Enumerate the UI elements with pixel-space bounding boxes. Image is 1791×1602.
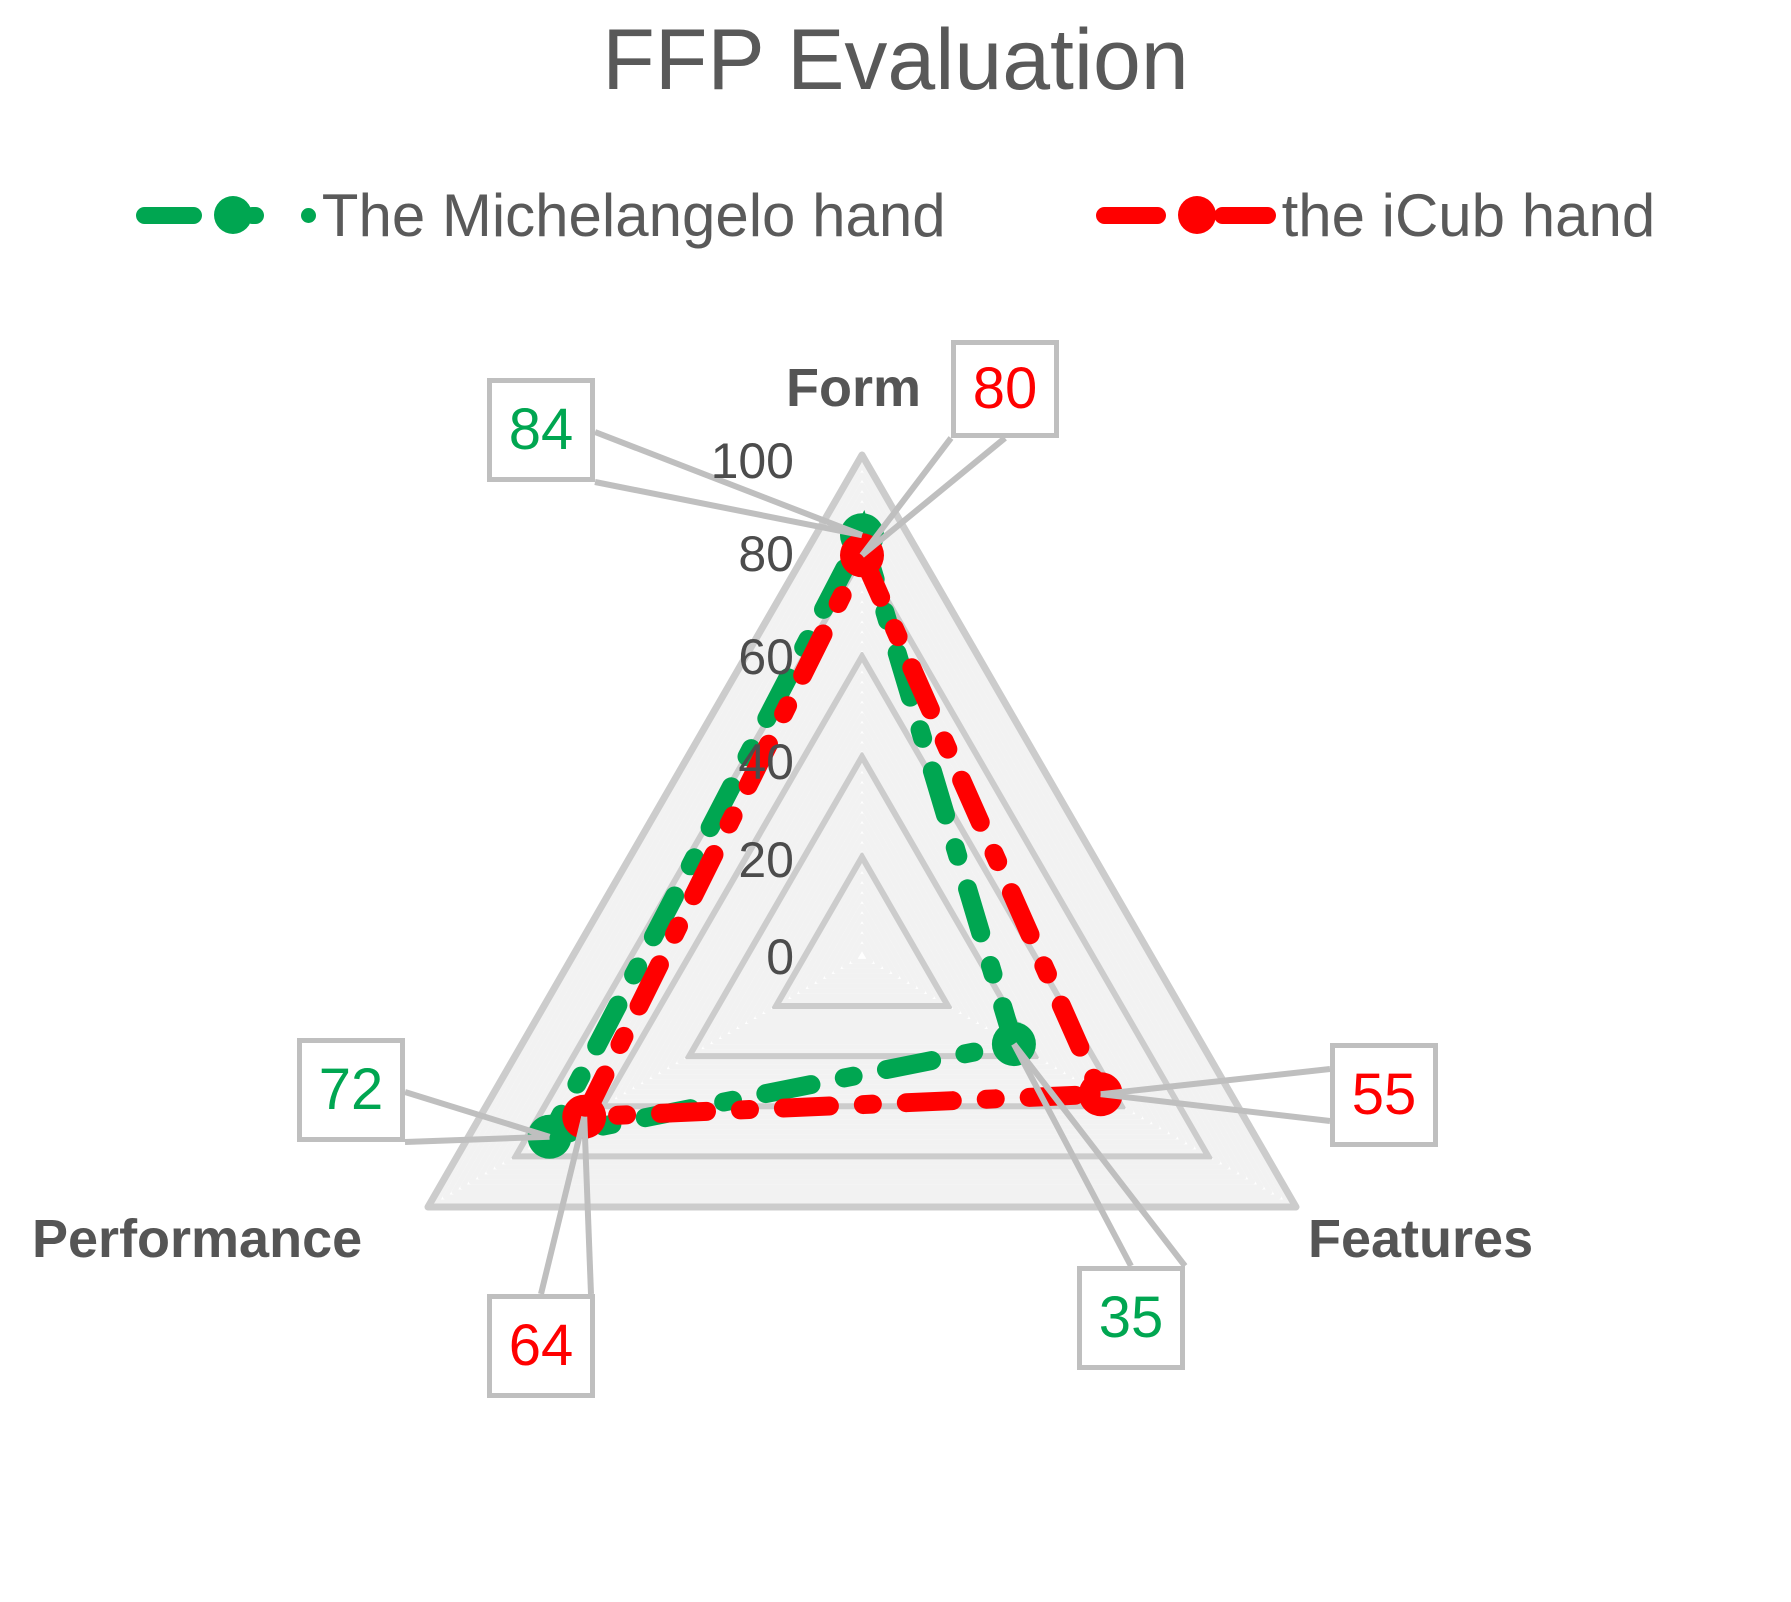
legend-marker-green-dashed-icon — [135, 192, 316, 238]
callout-features-michelangelo[interactable]: 35 — [1077, 1266, 1185, 1370]
callout-performance-michelangelo[interactable]: 72 — [297, 1038, 405, 1142]
page-title: FFP Evaluation — [602, 12, 1189, 108]
callout-performance-icub[interactable]: 64 — [487, 1294, 595, 1398]
axis-label-performance: Performance — [32, 1209, 363, 1269]
tick-label-60: 60 — [738, 629, 794, 685]
tick-label-20: 20 — [738, 832, 794, 888]
legend-item-icub[interactable]: the iCub hand — [1095, 181, 1656, 250]
tick-label-40: 40 — [738, 734, 794, 790]
grid-rings — [424, 451, 1300, 1211]
legend-marker-red-dashed-icon — [1095, 192, 1276, 238]
tick-label-0: 0 — [766, 929, 794, 985]
legend-item-michelangelo[interactable]: The Michelangelo hand — [135, 181, 946, 250]
callout-leader-lines — [404, 429, 1331, 1295]
legend-label-icub: the iCub hand — [1281, 181, 1656, 249]
tick-label-100: 100 — [710, 433, 794, 489]
axis-label-form: Form — [786, 358, 921, 418]
tick-label-80: 80 — [738, 526, 794, 582]
axis-label-features: Features — [1308, 1209, 1534, 1269]
legend-label-michelangelo: The Michelangelo hand — [321, 181, 946, 249]
series-line-icub — [562, 532, 1123, 1139]
callout-form-michelangelo[interactable]: 84 — [487, 378, 595, 482]
callout-features-icub[interactable]: 55 — [1330, 1043, 1438, 1147]
chart-legend: The Michelangelo hand the iCub hand — [0, 170, 1791, 260]
callout-form-icub[interactable]: 80 — [951, 340, 1059, 438]
